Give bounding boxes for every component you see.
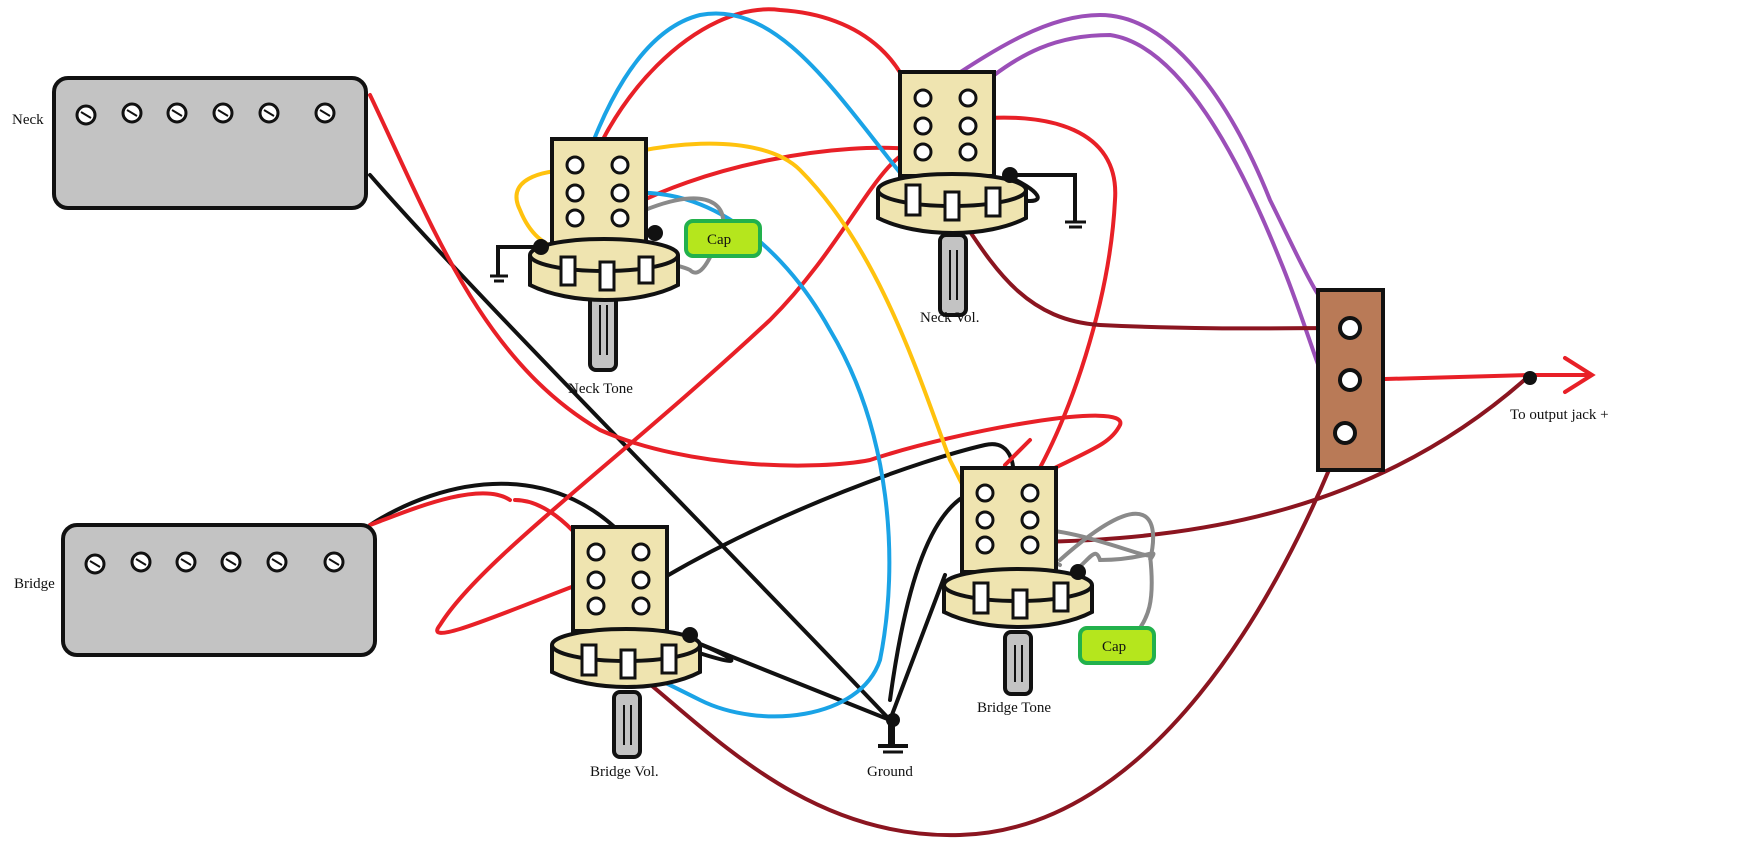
wire-darkred-nvol-to-strip: [950, 203, 1347, 331]
neck-pickup-polepieces: [75, 102, 336, 126]
ground-symbol: [878, 713, 908, 754]
output-junction: [1523, 371, 1537, 385]
wire-red-arrow: [1563, 356, 1596, 394]
bridge-tone-cap-label: Cap: [1102, 639, 1126, 655]
neck-tone-ground-symbol: [490, 274, 508, 283]
bridge-pickup: [61, 523, 377, 657]
neck-tone-cap: Cap: [684, 219, 762, 258]
wire-red-big-loop: [435, 146, 922, 635]
ground-label: Ground: [867, 764, 913, 780]
wire-black-ntone-ground: [496, 245, 537, 277]
neck-tone-cap-label: Cap: [707, 232, 731, 248]
wire-black-nvol-ground: [1003, 173, 1077, 222]
wire-red-neck-lug-bridge: [1003, 438, 1032, 467]
wire-darkred-btone-to-output: [1028, 373, 1532, 544]
bridge-pickup-polepieces: [84, 551, 345, 575]
output-label: To output jack +: [1510, 407, 1609, 423]
wire-red-nvol-to-btone: [963, 115, 1118, 487]
terminal-strip: [1316, 288, 1385, 472]
bridge-vol-pot: [550, 525, 702, 759]
neck-vol-pot: [876, 70, 1028, 317]
wire-black-neck-to-ground: [368, 173, 892, 722]
neck-tone-pot: [528, 137, 680, 372]
wire-red-bridge-hot: [368, 491, 512, 527]
wire-red-output: [1348, 373, 1592, 382]
bridge-pickup-label: Bridge: [14, 576, 55, 592]
wire-blue-ntone-to-top: [573, 11, 912, 197]
wire-black-bvol-tab-loop: [688, 638, 734, 663]
wire-gray-btone-cap: [1058, 511, 1156, 577]
wire-purple-2: [968, 32, 1347, 432]
neck-pickup-label: Neck: [12, 112, 44, 128]
bridge-tone-cap: Cap: [1078, 626, 1156, 665]
wire-black-bridge-1: [368, 481, 642, 557]
bridge-tone-pot: [942, 466, 1094, 696]
wire-red-ntone-to-nvol: [613, 145, 922, 217]
wire-darkred-bvol-to-strip: [618, 428, 1347, 838]
neck-vol-label: Neck Vol.: [920, 310, 979, 326]
neck-vol-ground-symbol: [1065, 220, 1086, 229]
wire-black-btone-case-to-ground: [888, 573, 947, 722]
bridge-vol-label: Bridge Vol.: [590, 764, 659, 780]
neck-pickup: [52, 76, 368, 210]
neck-tone-label: Neck Tone: [568, 381, 633, 397]
wire-purple-1: [923, 12, 1347, 327]
bridge-tone-label: Bridge Tone: [977, 700, 1051, 716]
wire-red-neck-hot: [368, 93, 1123, 482]
